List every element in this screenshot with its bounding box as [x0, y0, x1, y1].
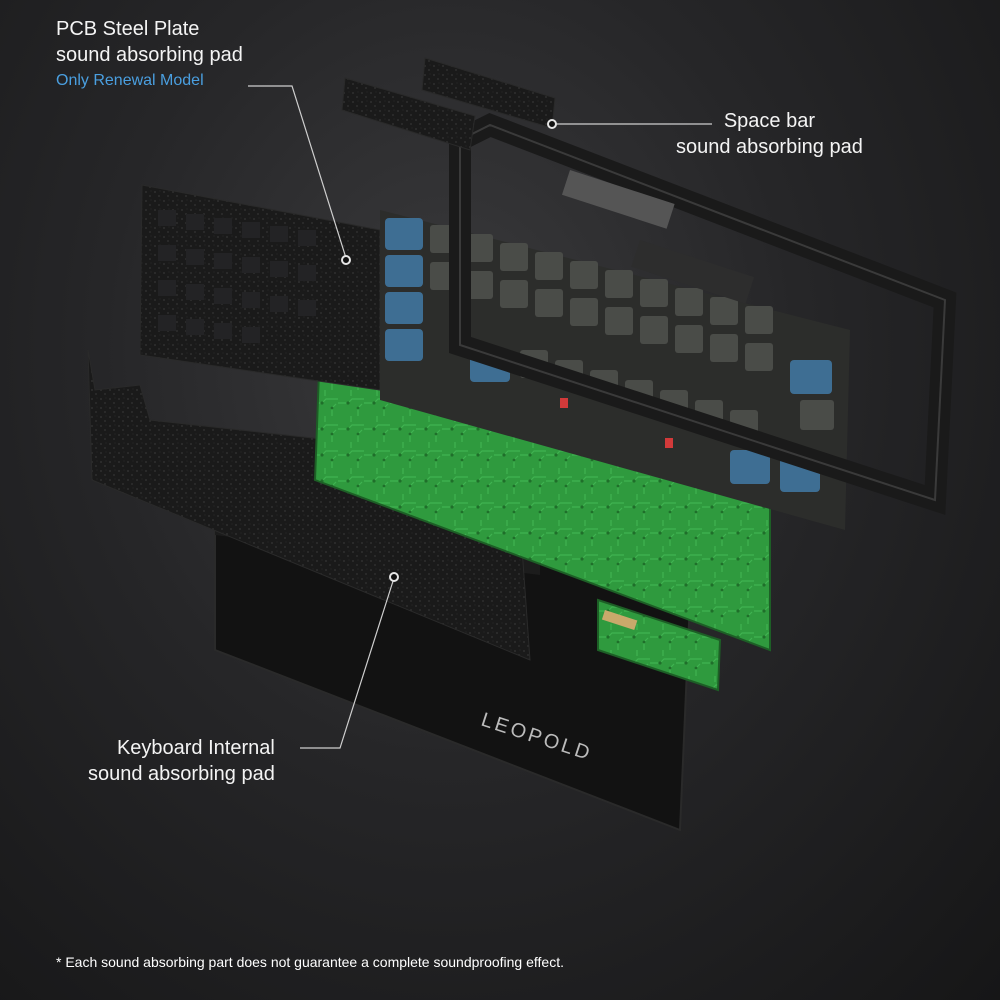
callout-internal-line1: Keyboard Internal [116, 737, 275, 759]
callout-pcb-plate: PCB Steel Plate sound absorbing pad Only… [56, 16, 243, 94]
callout-space-line2: sound absorbing pad [676, 136, 863, 158]
marker-internal [389, 572, 399, 582]
callout-leader-lines [248, 85, 712, 749]
leader-line-internal [300, 577, 395, 749]
callout-space-line1: Space bar [723, 110, 815, 132]
callout-internal-pad: Keyboard Internal sound absorbing pad [88, 735, 275, 787]
switches [560, 398, 673, 448]
spacebar-foam-pads [341, 57, 556, 151]
renewal-model-note: Only Renewal Model [56, 72, 204, 89]
callout-internal-line2: sound absorbing pad [88, 763, 275, 785]
disclaimer-footnote: * Each sound absorbing part does not gua… [56, 954, 564, 970]
callout-pcb-line1: PCB Steel Plate [56, 18, 200, 40]
marker-pcb [341, 255, 351, 265]
callout-pcb-line2: sound absorbing pad [56, 44, 243, 66]
pcb-board [313, 343, 771, 692]
plate-foam-pad [139, 184, 381, 391]
top-case-frame [449, 112, 957, 515]
marker-space [547, 119, 557, 129]
callout-markers [341, 119, 557, 582]
leader-line-pcb [248, 85, 347, 259]
callout-space-bar: Space bar sound absorbing pad [676, 108, 863, 160]
